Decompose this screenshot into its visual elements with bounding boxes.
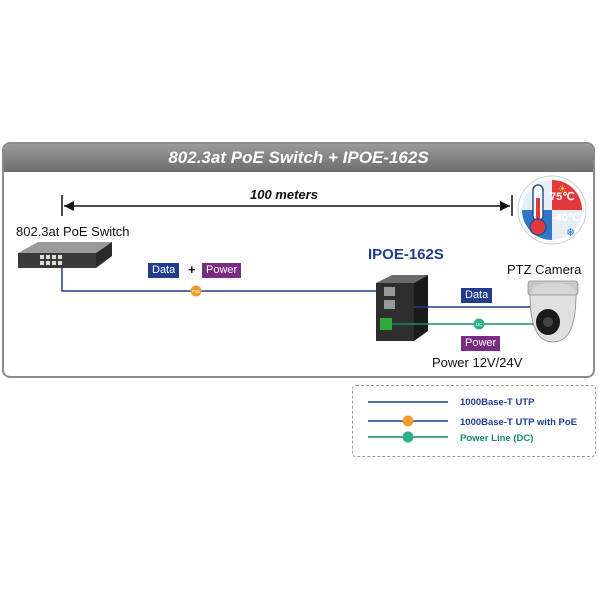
diagram-title: 802.3at PoE Switch + IPOE-162S (4, 144, 593, 172)
poe-switch-icon (18, 242, 112, 268)
ipoe-162s-label: IPOE-162S (368, 246, 444, 263)
dc-line-dot-icon: DC (473, 318, 485, 330)
legend-label-utp-poe: 1000Base-T UTP with PoE (460, 417, 578, 428)
legend-label-dc: Power Line (DC) (460, 433, 534, 444)
svg-text:-40℃: -40℃ (552, 212, 580, 224)
poe-switch-label: 802.3at PoE Switch (16, 224, 130, 239)
distance-arrow (61, 195, 513, 216)
svg-text:☀: ☀ (558, 184, 567, 195)
legend-dc-sample (368, 431, 448, 443)
legend-poe-sample (368, 415, 448, 427)
svg-text:❄: ❄ (566, 226, 575, 239)
data-tag-left: Data (148, 263, 180, 278)
svg-text:PoE: PoE (192, 289, 201, 294)
power-tag-left: Power (202, 263, 242, 278)
power-supply-label: Power 12V/24V (432, 355, 523, 370)
power-tag-right: Power (461, 336, 501, 351)
distance-label: 100 meters (250, 187, 318, 202)
temperature-range-icon: 75℃ -40℃ ❄ ☀ (517, 175, 587, 245)
plus-sign: + (188, 262, 196, 277)
poe-cable-dot-icon: PoE (190, 285, 202, 297)
ipoe-162s-device-icon (376, 275, 428, 341)
data-tag-right: Data (461, 288, 493, 303)
svg-text:DC: DC (476, 322, 483, 327)
svg-text:75℃: 75℃ (550, 191, 575, 203)
ptz-camera-icon (527, 280, 579, 343)
legend-box: 1000Base-T UTP 1000Base-T UTP with PoE P… (352, 385, 596, 457)
legend-label-utp: 1000Base-T UTP (460, 397, 535, 408)
ptz-camera-label: PTZ Camera (507, 262, 582, 277)
